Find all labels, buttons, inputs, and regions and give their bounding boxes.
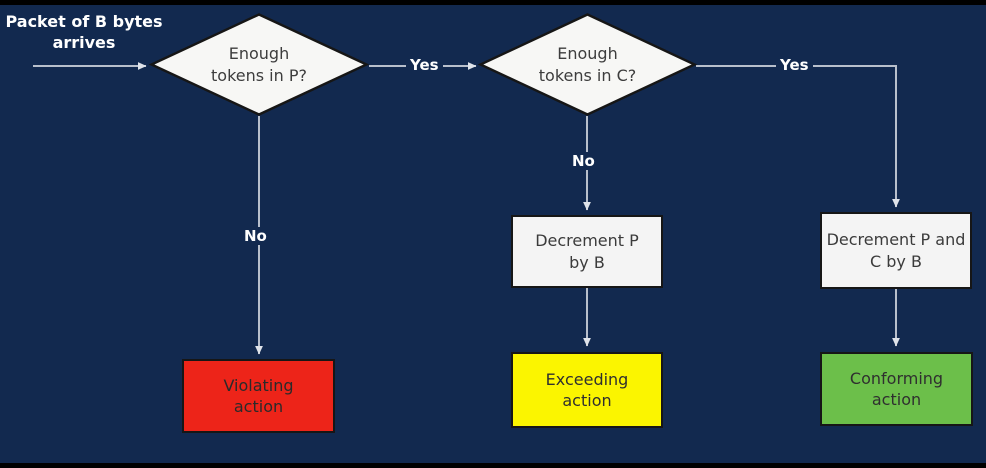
edge-label-p-no: No xyxy=(240,227,271,245)
process-decrement-p[interactable]: Decrement P by B xyxy=(511,215,663,288)
top-letterbox-band xyxy=(0,0,986,5)
edge-decision-c-yes xyxy=(696,65,900,208)
terminal-conforming-action[interactable]: Conforming action xyxy=(820,352,973,426)
diamond-shape-icon xyxy=(477,13,698,116)
decision-enough-tokens-c[interactable]: Enough tokens in C? xyxy=(477,13,698,116)
entry-label: Packet of B bytes arrives xyxy=(5,12,163,52)
bottom-letterbox-band xyxy=(0,463,986,468)
terminal-violating-action[interactable]: Violating action xyxy=(182,359,335,433)
process-decrement-p-and-c[interactable]: Decrement P and C by B xyxy=(820,212,972,289)
edge-label-c-yes: Yes xyxy=(776,56,813,74)
terminal-exceeding-action[interactable]: Exceeding action xyxy=(511,352,663,428)
edge-label-p-yes: Yes xyxy=(406,56,443,74)
decision-enough-tokens-p[interactable]: Enough tokens in P? xyxy=(148,13,370,116)
edge-label-c-no: No xyxy=(568,152,599,170)
diamond-shape-icon xyxy=(148,13,370,116)
